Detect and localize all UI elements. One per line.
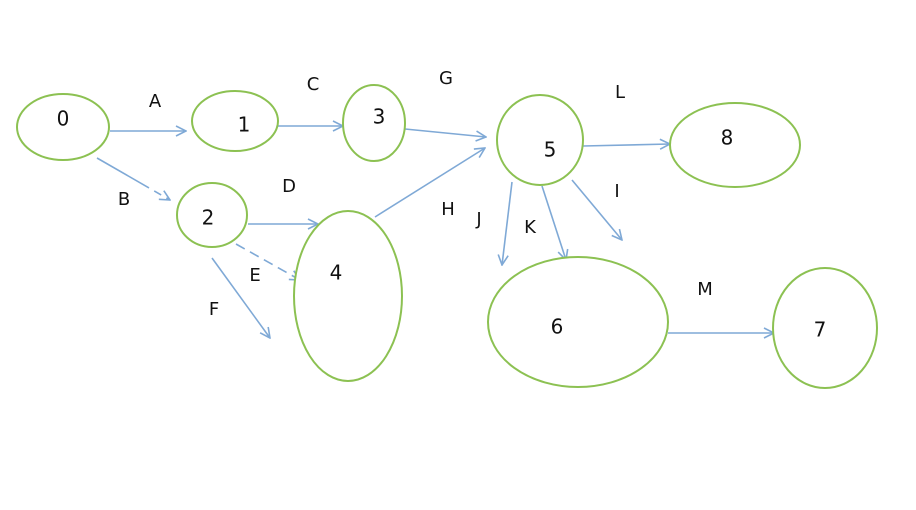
- node-2: [176, 182, 248, 248]
- edge-f: [211, 257, 270, 338]
- edge-label-e: E: [249, 265, 260, 286]
- edge-label-b: B: [118, 189, 130, 210]
- node-4: [293, 210, 403, 382]
- node-0: [16, 93, 110, 161]
- edge-label-h: H: [441, 199, 455, 220]
- node-7: [772, 267, 878, 389]
- node-label-2: 2: [202, 206, 215, 230]
- edge-label-m: M: [697, 279, 713, 300]
- edge-label-i: I: [614, 181, 619, 202]
- node-label-5: 5: [544, 138, 557, 162]
- edge-label-g: G: [439, 68, 453, 89]
- edge-labels: A B C D E F G H J K I L M: [118, 68, 713, 320]
- edge-l: [582, 144, 670, 146]
- edge-label-k: K: [524, 217, 537, 238]
- edges: [96, 126, 774, 338]
- edge-label-a: A: [149, 91, 162, 112]
- edge-label-j: J: [475, 209, 481, 230]
- node-8: [669, 102, 801, 188]
- edge-label-f: F: [209, 299, 219, 320]
- edge-i: [571, 179, 622, 240]
- node-1: [191, 90, 279, 152]
- nodes: [16, 84, 878, 389]
- node-label-4: 4: [330, 261, 343, 285]
- edge-e: [235, 243, 300, 280]
- node-labels: 0 1 2 3 4 5 6 7 8: [57, 105, 827, 342]
- edge-label-d: D: [282, 176, 296, 197]
- edge-g: [404, 128, 486, 137]
- node-3: [342, 84, 406, 162]
- node-label-1: 1: [238, 113, 251, 137]
- edge-b: [96, 157, 170, 200]
- node-6: [487, 256, 669, 388]
- edge-label-c: C: [307, 74, 320, 95]
- node-5: [496, 94, 584, 186]
- edge-h: [374, 148, 485, 218]
- edge-k: [541, 185, 566, 260]
- edge-label-l: L: [615, 82, 625, 103]
- node-label-3: 3: [373, 105, 386, 129]
- node-label-6: 6: [551, 315, 564, 339]
- edge-j: [502, 181, 513, 265]
- node-label-7: 7: [814, 318, 827, 342]
- node-label-8: 8: [721, 126, 734, 150]
- node-label-0: 0: [57, 107, 70, 131]
